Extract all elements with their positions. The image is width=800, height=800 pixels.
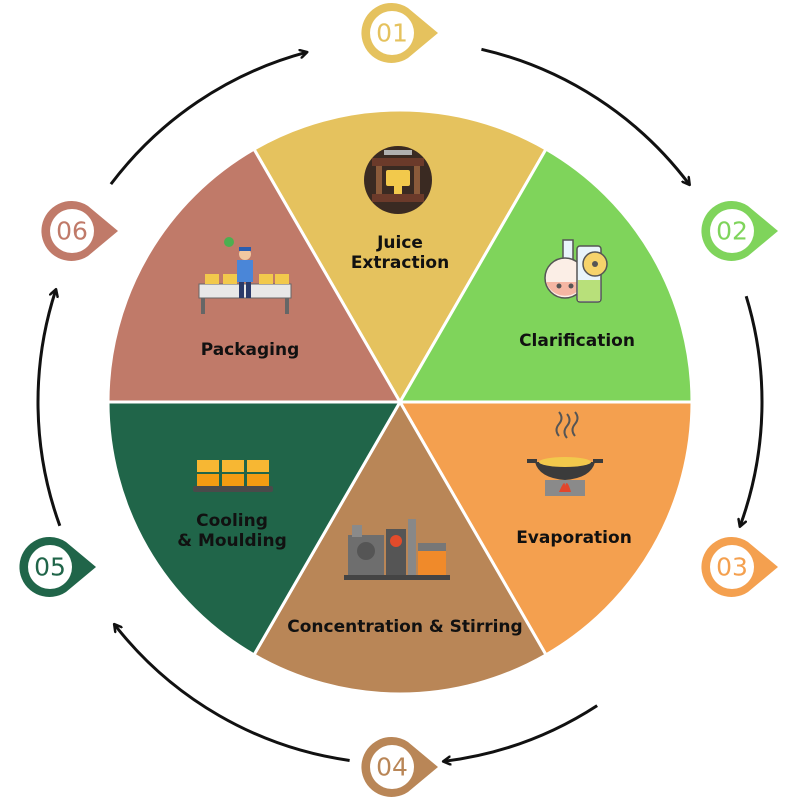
- flask-icon: [544, 239, 608, 303]
- wedge-packaging: [106, 147, 403, 404]
- step-number: 03: [716, 553, 748, 582]
- step-number: 06: [56, 217, 88, 246]
- label-packaging: Packaging: [201, 340, 300, 360]
- mould-tray-icon: [193, 460, 273, 492]
- packer-icon: [198, 237, 292, 314]
- step-number: 02: [716, 217, 748, 246]
- cycle-arrow-5: [36, 290, 62, 527]
- cycle-arrow-1: [481, 47, 689, 184]
- wok-icon: [527, 411, 603, 496]
- cycle-arrow-3: [444, 704, 598, 762]
- step-markers: 01 02 03 04 05 06: [19, 2, 778, 797]
- step-number: 01: [376, 19, 408, 48]
- cycle-arrow-6: [109, 52, 306, 186]
- step-marker-06: 06: [41, 200, 118, 261]
- press-icon: [364, 146, 432, 214]
- cycle-arrows: [36, 47, 764, 762]
- label-concentration-stirring: Concentration & Stirring: [287, 617, 522, 637]
- step-marker-01: 01: [361, 2, 438, 63]
- factory-icon: [344, 519, 450, 580]
- label-cooling-moulding: Cooling& Moulding: [177, 511, 287, 551]
- step-marker-05: 05: [19, 536, 96, 597]
- step-marker-03: 03: [701, 536, 778, 597]
- step-number: 04: [376, 753, 408, 782]
- step-marker-02: 02: [701, 200, 778, 261]
- wedge-juice-extraction: [251, 108, 549, 405]
- cycle-arrow-4: [115, 625, 350, 762]
- label-evaporation: Evaporation: [516, 528, 632, 548]
- step-marker-04: 04: [361, 736, 438, 797]
- wedge-cooling-moulding: [106, 400, 403, 657]
- label-clarification: Clarification: [519, 331, 635, 351]
- wedge-evaporation: [397, 400, 694, 657]
- cycle-arrow-2: [740, 295, 764, 526]
- step-number: 05: [34, 553, 66, 582]
